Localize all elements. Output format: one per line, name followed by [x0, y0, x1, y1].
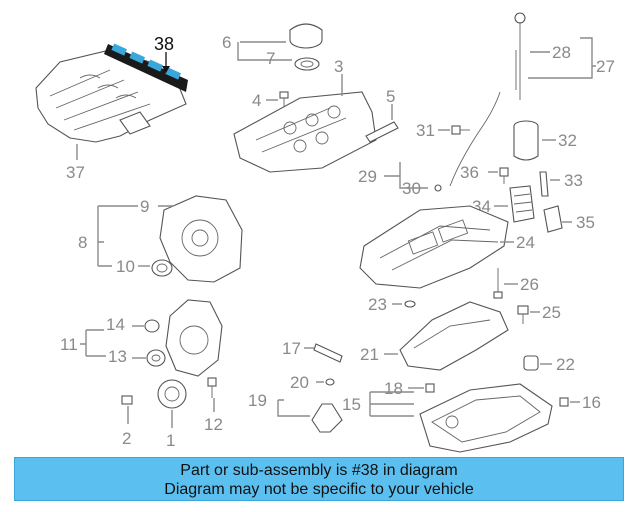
valve-cover[interactable]: [233, 91, 377, 173]
callout-28[interactable]: 28: [552, 43, 571, 62]
callout-11[interactable]: 11: [60, 335, 78, 354]
callout-26[interactable]: 26: [520, 275, 539, 294]
crankshaft-pulley[interactable]: [157, 379, 187, 409]
callout-31[interactable]: 31: [416, 121, 435, 140]
seal-13[interactable]: [146, 349, 166, 367]
bolt-26[interactable]: [493, 268, 503, 299]
sensor-36[interactable]: [499, 167, 509, 184]
callout-25[interactable]: 25: [542, 303, 561, 322]
oil-cooler[interactable]: [509, 185, 535, 223]
callout-15[interactable]: 15: [342, 395, 361, 414]
callout-27[interactable]: 27: [596, 57, 615, 76]
callout-7[interactable]: 7: [266, 49, 275, 68]
oil-dipstick[interactable]: [514, 12, 526, 100]
upper-oil-pan[interactable]: [359, 205, 509, 289]
engine-mount[interactable]: [311, 403, 343, 433]
intake-manifold[interactable]: [35, 49, 187, 143]
clip-20[interactable]: [325, 378, 335, 386]
callout-2[interactable]: 2: [122, 429, 131, 448]
callout-19[interactable]: 19: [248, 391, 267, 410]
seal-14[interactable]: [144, 319, 160, 333]
dipstick-tube[interactable]: [449, 91, 501, 187]
callout-1[interactable]: 1: [166, 431, 175, 450]
callout-13[interactable]: 13: [108, 347, 127, 366]
callout-16[interactable]: 16: [582, 393, 601, 412]
lower-oil-pan[interactable]: [419, 383, 553, 453]
oil-baffle[interactable]: [399, 301, 509, 371]
callout-37[interactable]: 37: [66, 163, 85, 182]
cap-seal[interactable]: [294, 57, 320, 71]
banner-line-1: Part or sub-assembly is #38 in diagram: [180, 462, 458, 479]
callout-8[interactable]: 8: [78, 233, 87, 252]
bolt-16[interactable]: [559, 397, 569, 407]
callout-22[interactable]: 22: [556, 355, 575, 374]
timing-cover-lower[interactable]: [165, 299, 223, 377]
callout-24[interactable]: 24: [516, 233, 535, 252]
callout-21[interactable]: 21: [360, 345, 379, 364]
callout-20[interactable]: 20: [290, 373, 309, 392]
callout-10[interactable]: 10: [116, 257, 135, 276]
callout-36[interactable]: 36: [460, 163, 479, 182]
callout-14[interactable]: 14: [106, 315, 125, 334]
oil-filler-cap[interactable]: [289, 23, 323, 49]
pipe-33[interactable]: [539, 171, 549, 197]
callout-18[interactable]: 18: [384, 379, 403, 398]
callout-3[interactable]: 3: [334, 57, 343, 76]
manifold-gasket-38[interactable]: [104, 43, 188, 92]
banner-line-2: Diagram may not be specific to your vehi…: [164, 481, 474, 498]
bolt-12[interactable]: [207, 377, 217, 398]
bolt-2[interactable]: [121, 395, 133, 405]
callout-17[interactable]: 17: [282, 339, 301, 358]
bracket-5[interactable]: [365, 121, 399, 143]
bolt-31[interactable]: [451, 125, 470, 135]
callout-35[interactable]: 35: [576, 213, 595, 232]
bolt-25[interactable]: [517, 305, 529, 324]
clip-30[interactable]: [434, 184, 442, 192]
oil-filter[interactable]: [513, 120, 539, 161]
bracket-17[interactable]: [313, 343, 343, 363]
callout-6[interactable]: 6: [222, 33, 231, 52]
callout-38[interactable]: 38: [154, 34, 174, 54]
callout-33[interactable]: 33: [564, 171, 583, 190]
callout-30[interactable]: 30: [402, 179, 421, 198]
gasket-35[interactable]: [543, 205, 563, 233]
drain-plug[interactable]: [425, 383, 435, 393]
callout-9[interactable]: 9: [140, 197, 149, 216]
oil-level-sensor[interactable]: [523, 355, 539, 371]
callout-5[interactable]: 5: [386, 87, 395, 106]
callout-29[interactable]: 29: [358, 167, 377, 186]
info-banner: Part or sub-assembly is #38 in diagram D…: [14, 457, 624, 501]
callout-12[interactable]: 12: [204, 415, 223, 434]
timing-cover-upper[interactable]: [159, 195, 243, 283]
callout-23[interactable]: 23: [368, 295, 387, 314]
seal-10[interactable]: [151, 259, 173, 277]
callout-4[interactable]: 4: [252, 91, 261, 110]
seal-23[interactable]: [404, 300, 416, 308]
callout-32[interactable]: 32: [558, 131, 577, 150]
